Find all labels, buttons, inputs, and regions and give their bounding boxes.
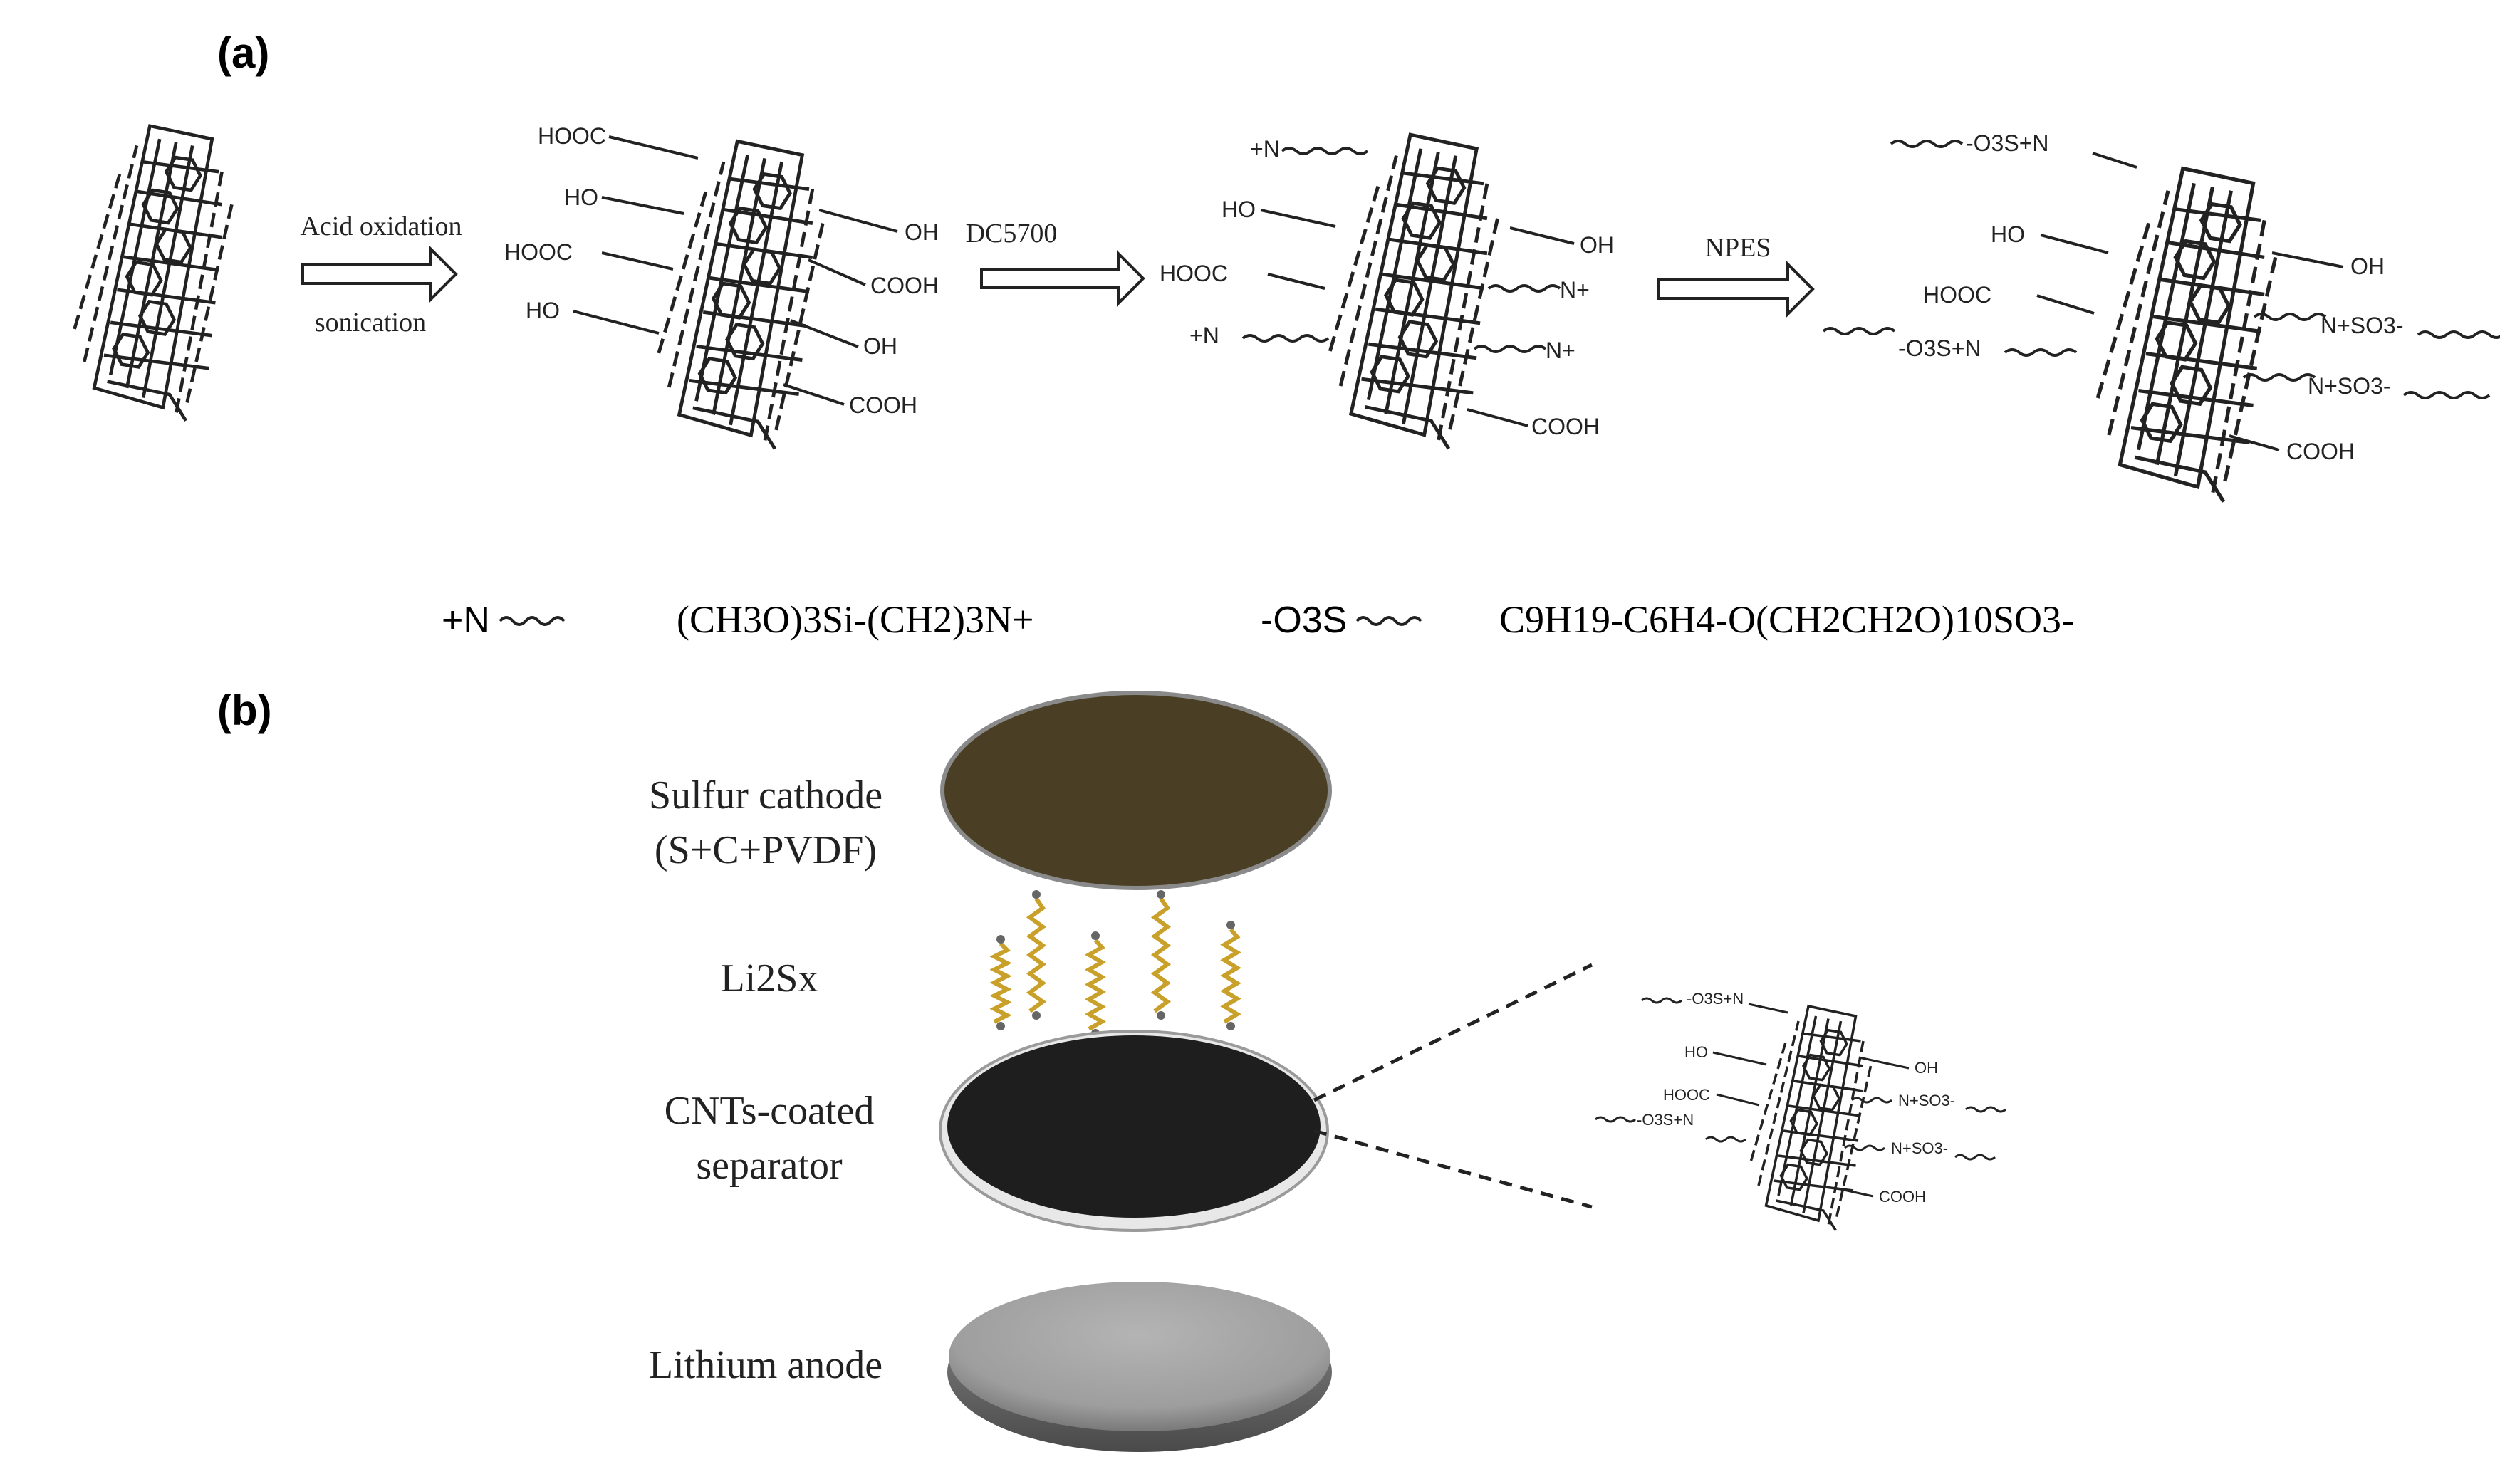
stage3-right-0: OH	[1580, 232, 1614, 258]
lithium-atom-dot	[1157, 890, 1165, 899]
cnt-oxidized: HOOC HO HOOC HO OH COOH OH COOH	[504, 123, 939, 449]
lithium-anode-disc	[949, 1282, 1330, 1431]
inset-cnt: -O3S+N HO HOOC -O3S+N OH N+SO3- N+SO3- C…	[1595, 990, 2006, 1230]
lithium-atom-dot	[1032, 890, 1041, 899]
lithium-atom-dot	[1157, 1011, 1165, 1020]
cathode-label-line2: (S+C+PVDF)	[655, 828, 877, 872]
stage2-right-2: OH	[863, 333, 897, 359]
stage4-left-0: -O3S+N	[1966, 130, 2048, 156]
lithium-atom-dot	[996, 935, 1005, 944]
legend-n-formula: (CH3O)3Si-(CH2)3N+	[677, 598, 1033, 641]
inset-left-3: -O3S+N	[1637, 1111, 1694, 1129]
stage4-left-3: -O3S+N	[1898, 335, 1981, 361]
wavy-chain-icon	[499, 616, 566, 626]
stage2-right-0: OH	[905, 219, 939, 245]
formula-legend: +N (CH3O)3Si-(CH2)3N+ -O3S C9H19-C6H4-O(…	[442, 598, 2074, 641]
legend-n-symbol: +N	[442, 600, 490, 641]
cnt-dc5700: +N HO HOOC +N OH N+ N+ COOH	[1160, 135, 1614, 449]
stage2-left-2: HOOC	[504, 239, 573, 265]
hollow-arrow-icon	[301, 246, 458, 303]
stage3-left-0: +N	[1250, 136, 1280, 162]
lithium-atom-dot	[1091, 931, 1100, 940]
inset-right-3: COOH	[1879, 1188, 1926, 1206]
lithium-atom-dot	[1226, 921, 1235, 929]
polysulfide-chain	[1220, 928, 1241, 1024]
hollow-arrow-icon	[980, 250, 1145, 307]
stage3-right-2: N+	[1546, 338, 1575, 363]
anode-label: Lithium anode	[649, 1343, 882, 1387]
process-arrow-2: DC5700	[966, 219, 1145, 307]
polysulfide-chain	[1150, 897, 1172, 1013]
separator-label-line2: separator	[696, 1144, 843, 1188]
panel-b-label: (b)	[217, 686, 272, 734]
inset-left-1: HO	[1684, 1043, 1708, 1061]
arrow-1-bottom-label: sonication	[315, 308, 426, 338]
stage4-right-3: COOH	[2286, 439, 2355, 464]
stage2-left-1: HO	[564, 184, 598, 210]
sulfur-cathode-disc	[940, 691, 1332, 890]
cathode-label-line1: Sulfur cathode	[649, 773, 882, 817]
stage3-left-2: HOOC	[1160, 261, 1228, 286]
stage3-left-1: HO	[1222, 197, 1256, 222]
inset-left-0: -O3S+N	[1687, 990, 1744, 1008]
legend-s-symbol: -O3S	[1261, 600, 1347, 641]
inset-right-1: N+SO3-	[1898, 1092, 1955, 1109]
arrow-1-top-label: Acid oxidation	[301, 211, 462, 241]
lithium-atom-dot	[996, 1022, 1005, 1030]
stage3-left-3: +N	[1189, 323, 1219, 348]
stage4-right-1: N+SO3-	[2321, 313, 2403, 338]
stage2-right-1: COOH	[870, 273, 939, 298]
process-arrow-3: NPES	[1657, 233, 1815, 318]
legend-s-formula: C9H19-C6H4-O(CH2CH2O)10SO3-	[1499, 598, 2074, 641]
lithium-atom-dot	[1226, 1022, 1235, 1030]
polysulfide-label: Li2Sx	[721, 956, 818, 1000]
hollow-arrow-icon	[1657, 261, 1815, 318]
polysulfide-chain	[989, 941, 1012, 1024]
stage3-right-3: COOH	[1531, 414, 1600, 439]
polysulfide-chains	[989, 890, 1241, 1038]
wavy-chain-icon	[1355, 616, 1422, 626]
panel-a-label: (a)	[217, 29, 269, 77]
stage2-left-3: HO	[526, 298, 560, 323]
cnt-npes: -O3S+N HO HOOC -O3S+N OH N+SO3- N+SO3- C…	[1822, 130, 2500, 502]
stage2-left-0: HOOC	[538, 123, 606, 149]
polysulfide-chain	[1085, 939, 1106, 1031]
zoom-line-top	[1313, 963, 1593, 1102]
separator-label-line1: CNTs-coated	[665, 1089, 875, 1133]
inset-left-2: HOOC	[1663, 1086, 1710, 1104]
zoom-line-bottom	[1313, 1129, 1593, 1209]
stage3-right-1: N+	[1560, 277, 1590, 303]
stage2-right-3: COOH	[849, 392, 917, 418]
arrow-3-top-label: NPES	[1705, 233, 1771, 263]
cnt-pristine	[75, 126, 232, 421]
stage4-left-1: HO	[1991, 221, 2025, 247]
arrow-2-top-label: DC5700	[966, 219, 1058, 249]
process-arrow-1: Acid oxidation sonication	[301, 211, 462, 338]
stage4-right-0: OH	[2350, 254, 2385, 279]
polysulfide-chain	[1026, 897, 1047, 1013]
stage4-left-2: HOOC	[1923, 282, 1991, 308]
stage4-right-2: N+SO3-	[2308, 373, 2390, 399]
inset-right-2: N+SO3-	[1891, 1139, 1948, 1157]
cnt-coated-separator-disc	[947, 1035, 1321, 1218]
inset-right-0: OH	[1915, 1059, 1938, 1077]
lithium-atom-dot	[1032, 1011, 1041, 1020]
